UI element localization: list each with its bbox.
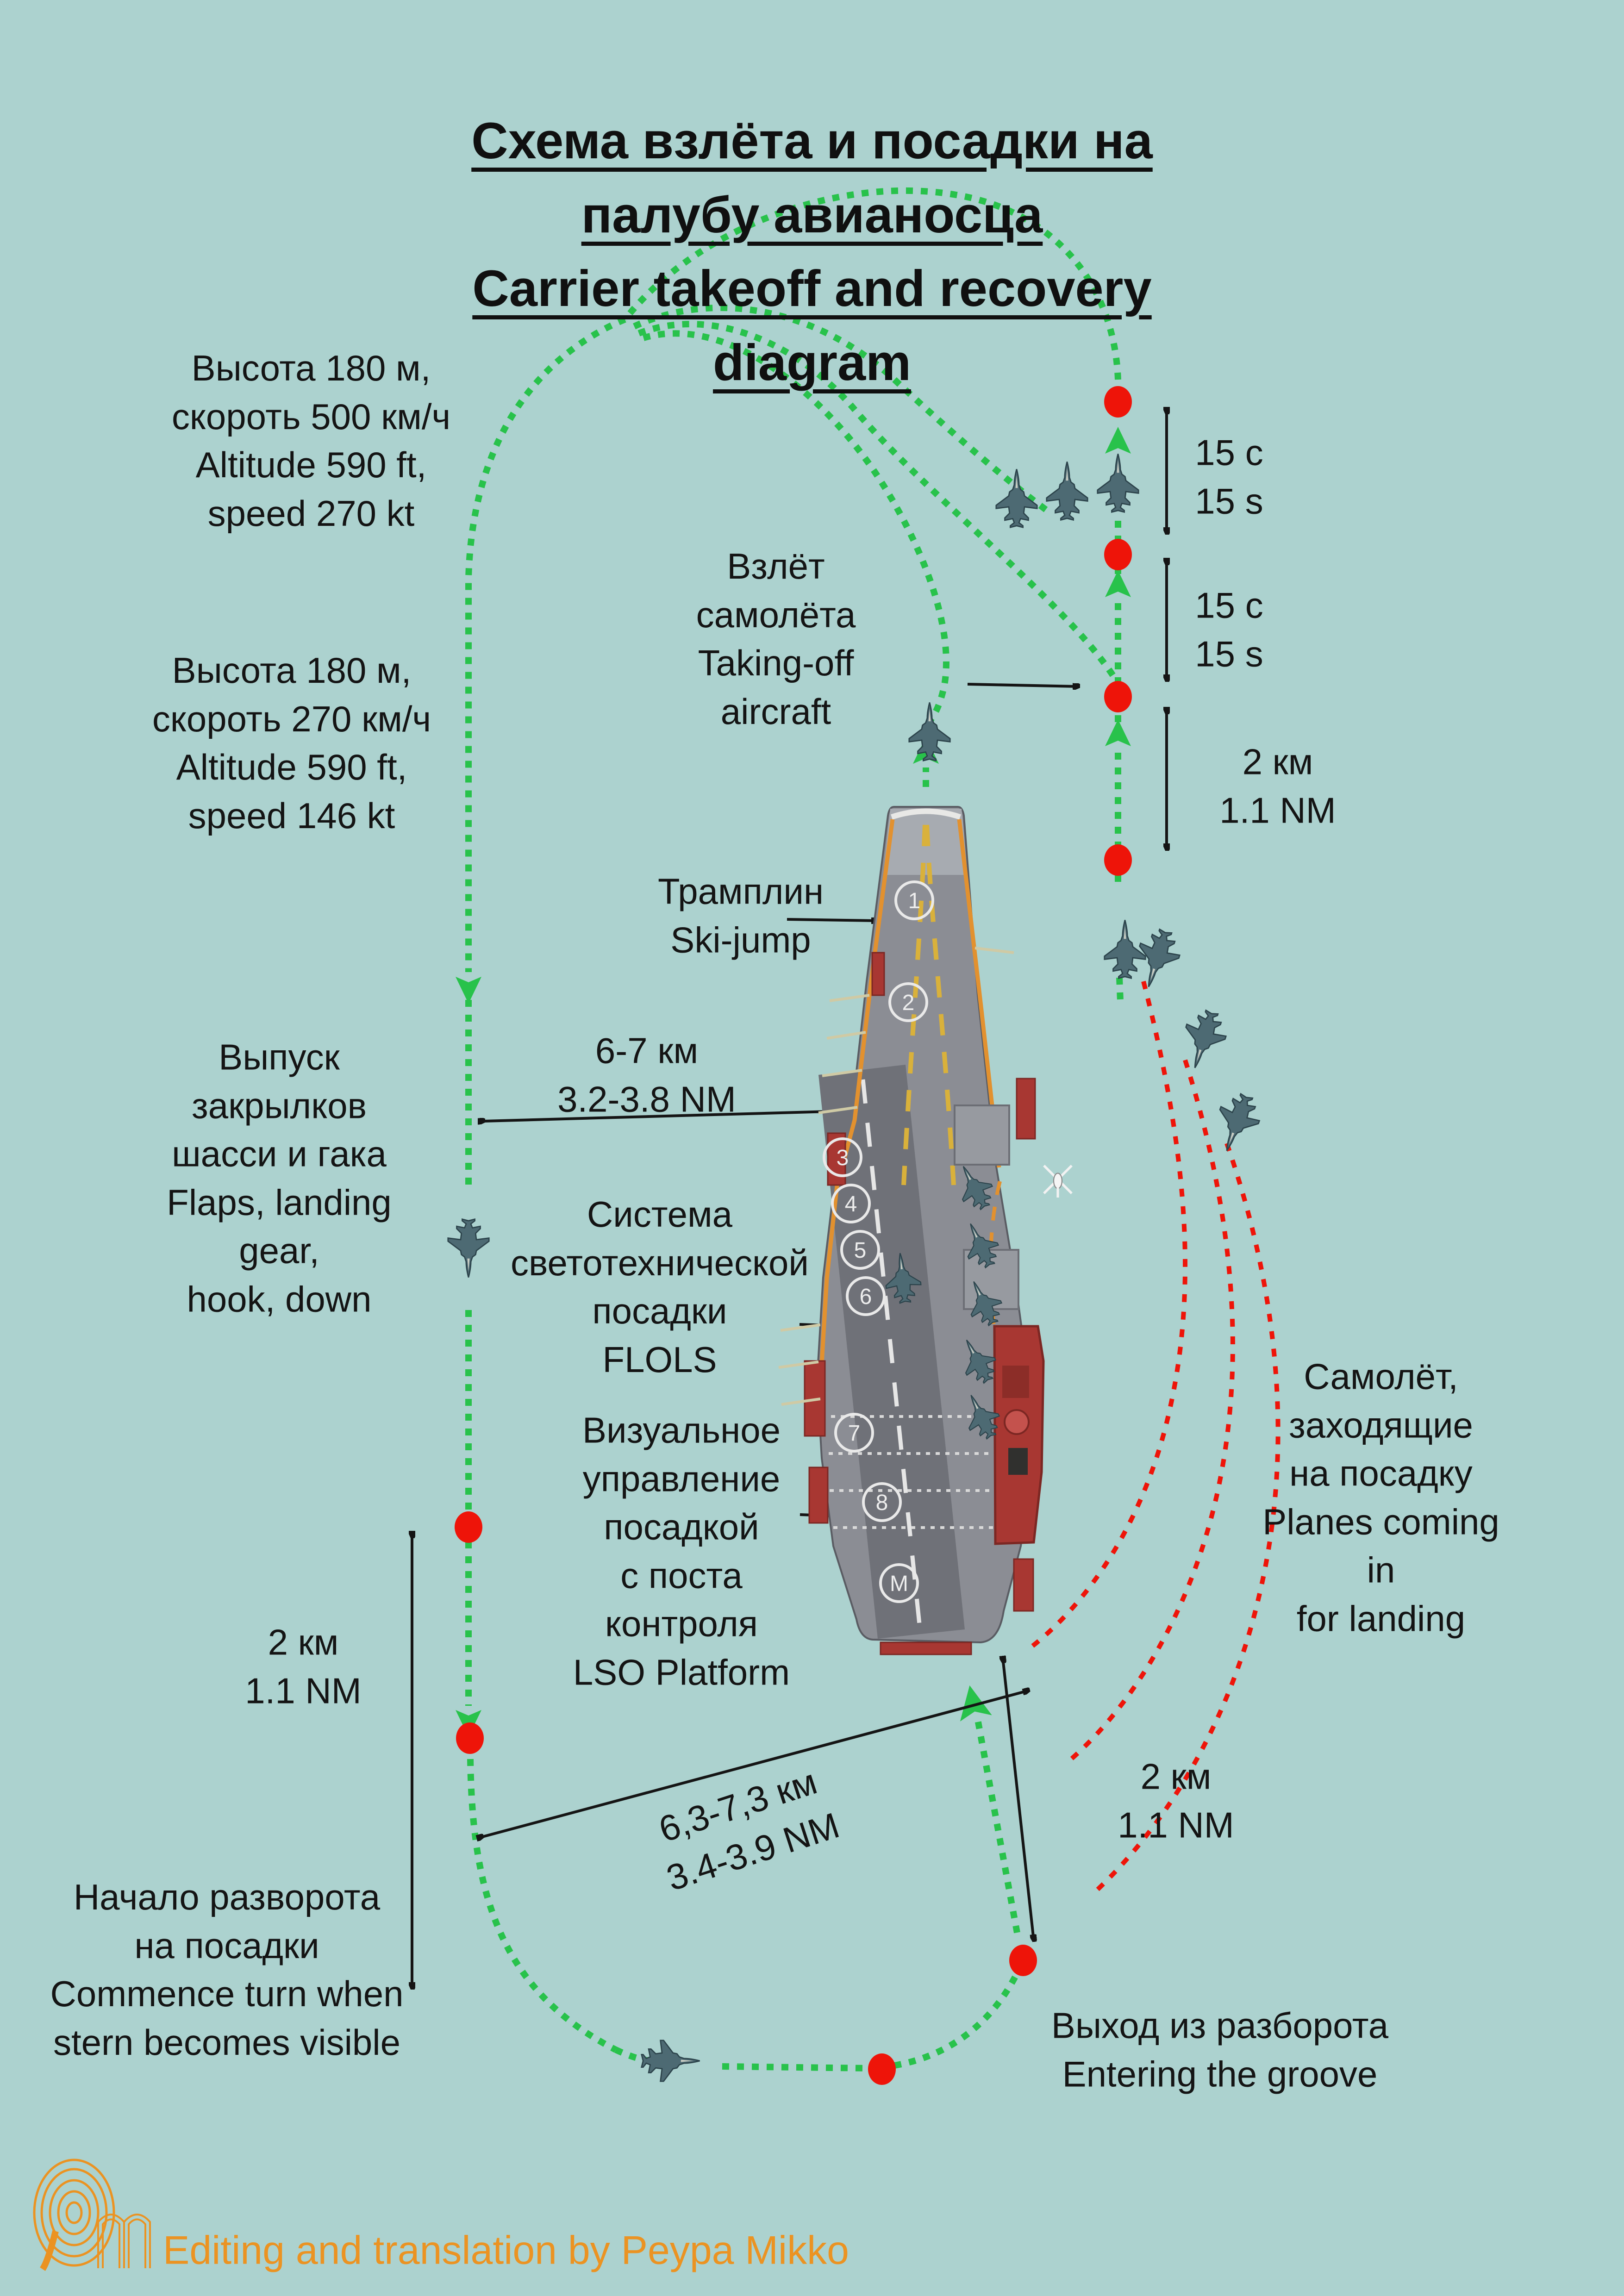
join-arc-1 xyxy=(633,304,1051,515)
fighter-jet-icon xyxy=(1174,1005,1232,1075)
label-lso-platform: Визуальное управление посадкой с поста к… xyxy=(573,1410,790,1693)
red-dot xyxy=(456,1722,484,1754)
label-climb-2km: 2 км 1.1 NM xyxy=(1219,741,1336,830)
deck-marker: 5 xyxy=(854,1238,867,1263)
peypa-mikko-logo-icon xyxy=(33,2159,151,2271)
label-downwind-params: Высота 180 м, скороть 500 км/ч Altitude … xyxy=(171,347,451,534)
deck-marker: 4 xyxy=(845,1192,857,1217)
approach-curve-1 xyxy=(1028,980,1187,1650)
label-flaps-gear-hook: Выпуск закрылков шасси и гака Flaps, lan… xyxy=(167,1036,392,1320)
label-interval-1: 15 с 15 s xyxy=(1195,432,1263,521)
title-english: Carrier takeoff and recovery diagram xyxy=(472,260,1152,391)
approach-curve-2 xyxy=(1063,1059,1235,1766)
label-dist-6-7: 6-7 км 3.2-3.8 NM xyxy=(557,1030,736,1119)
deck-marker: 2 xyxy=(902,991,915,1015)
label-groove-2km: 2 км 1.1 NM xyxy=(1118,1756,1234,1845)
title-russian: Схема взлёта и посадки на палубу авианос… xyxy=(471,112,1153,243)
landing-approach-paths-red xyxy=(1028,980,1280,1896)
red-dot xyxy=(1104,681,1132,712)
join-arc-2 xyxy=(637,321,1117,679)
fighter-jet-icon xyxy=(908,702,951,761)
waypoint-dots xyxy=(455,386,1132,2085)
label-planes-landing: Самолёт, заходящие на посадку Planes com… xyxy=(1262,1356,1499,1639)
downwind-leg-line xyxy=(465,316,626,972)
label-entering-groove: Выход из разборота Entering the groove xyxy=(1051,2005,1389,2094)
label-commence-turn: Начало разворота на посадки Commence tur… xyxy=(50,1876,404,2063)
deck-marker: 8 xyxy=(876,1491,888,1515)
label-taking-off: Взлёт самолёта Taking-off aircraft xyxy=(696,545,856,732)
fighter-jet-icon xyxy=(641,2040,700,2082)
takeoff-climb-curve xyxy=(643,330,949,724)
label-flols: Система светотехнической посадки FLOLS xyxy=(511,1193,809,1380)
turn-dist-arrow xyxy=(482,1691,1029,1837)
red-dot xyxy=(1104,539,1132,570)
crosswind-turn-arc xyxy=(622,187,1121,380)
deck-marker-numbers: 1 2 3 4 5 6 7 8 M xyxy=(837,889,921,1596)
takeoff-pointer-arrow xyxy=(967,683,1079,686)
red-dot xyxy=(1104,844,1132,876)
fighter-jet-icon xyxy=(1207,1088,1267,1159)
final-approach-groove xyxy=(974,1719,1020,1934)
label-downwind-2km: 2 км 1.1 NM xyxy=(245,1622,362,1711)
island xyxy=(993,1325,1045,1545)
carrier-ship: 1 2 3 4 5 6 7 8 M xyxy=(778,806,1072,1655)
dist-6-7-arrow xyxy=(484,1111,846,1121)
fighter-jet-icon xyxy=(1104,919,1146,979)
deck-marker: 7 xyxy=(848,1421,861,1446)
label-ski-jump: Трамплин Ski-jump xyxy=(657,871,824,960)
fighter-jet-icon xyxy=(1046,461,1088,521)
page-title: Схема взлёта и посадки на палубу авианос… xyxy=(406,104,1218,399)
fighter-jet-icon xyxy=(447,1218,490,1278)
red-dot xyxy=(1104,386,1132,418)
helicopter-icon xyxy=(1044,1166,1072,1198)
skijump-pointer-arrow xyxy=(787,919,877,921)
label-interval-2: 15 с 15 s xyxy=(1195,585,1263,674)
approach-curve-3 xyxy=(1091,1142,1280,1896)
credit-line: Editing and translation by Peypa Mikko xyxy=(163,2228,849,2273)
deck-markers xyxy=(823,880,934,1603)
fighter-jet-icon xyxy=(1097,453,1139,513)
deck-marker: 3 xyxy=(837,1146,849,1170)
red-dot xyxy=(455,1511,482,1543)
label-final-params: Высота 180 м, скороть 270 км/ч Altitude … xyxy=(152,649,431,836)
red-dot xyxy=(1009,1945,1037,1976)
red-dot xyxy=(868,2053,896,2085)
deck-marker: 6 xyxy=(860,1285,872,1309)
deck-marker: M xyxy=(890,1572,908,1596)
groove-entry-curve xyxy=(893,1966,1023,2069)
deck-marker: 1 xyxy=(908,889,921,913)
